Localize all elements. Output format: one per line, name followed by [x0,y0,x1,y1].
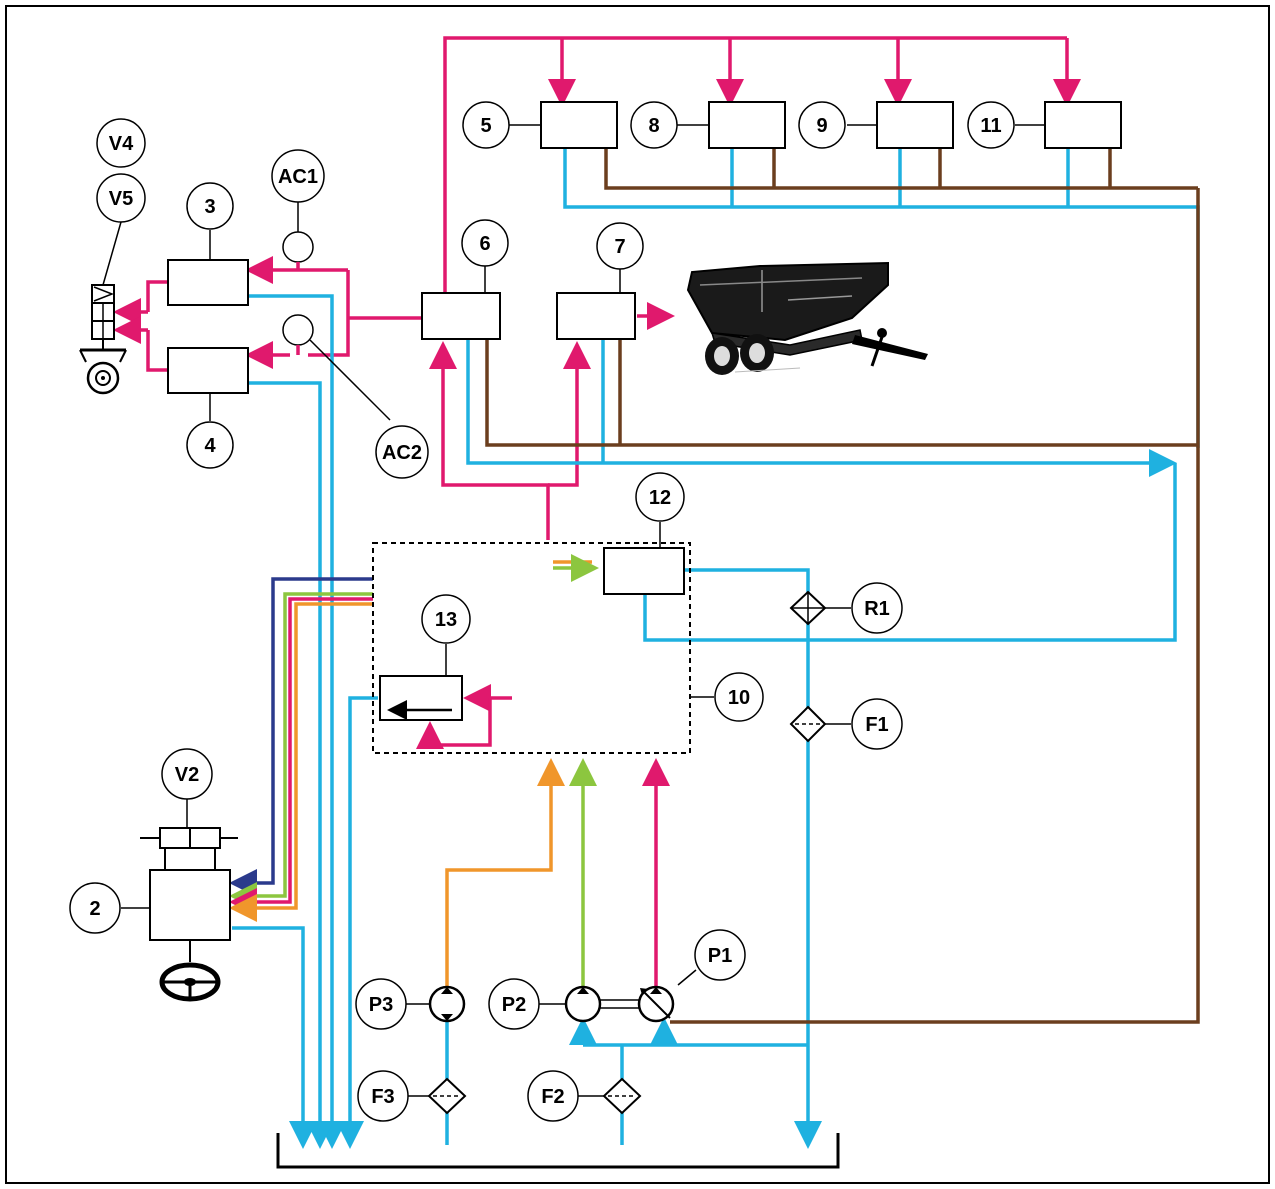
label-12: 12 [635,472,685,522]
label-6: 6 [461,219,509,267]
filter-f1-icon [789,705,827,743]
svg-text:5: 5 [480,115,491,137]
label-p2: P2 [488,978,540,1030]
box-11 [1044,101,1122,149]
svg-text:8: 8 [648,115,659,137]
pump-feed-lines [445,554,599,990]
label-f2: F2 [527,1070,579,1122]
svg-text:F3: F3 [371,1086,394,1108]
svg-text:10: 10 [728,687,750,709]
box-5 [540,101,618,149]
steering-unit [140,827,238,962]
label-11: 11 [967,101,1015,149]
label-f1: F1 [851,698,903,750]
svg-text:6: 6 [479,233,490,255]
svg-text:13: 13 [435,609,457,631]
svg-text:V4: V4 [109,133,134,155]
trailer-icon [686,261,928,375]
label-9: 9 [798,101,846,149]
svg-text:F1: F1 [865,714,888,736]
drain-lines [485,148,1200,1024]
svg-text:11: 11 [980,115,1001,137]
svg-text:AC2: AC2 [382,442,422,464]
box-3 [167,259,249,306]
label-3: 3 [186,182,234,230]
box-13 [379,675,463,721]
pump-p1-icon [637,985,675,1023]
accumulator-ac1-icon [282,231,314,263]
box-8 [708,101,786,149]
svg-text:3: 3 [204,196,215,218]
label-10: 10 [714,672,764,722]
cooler-r1-icon [789,590,827,626]
svg-text:V2: V2 [175,764,199,786]
label-5: 5 [462,101,510,149]
svg-text:12: 12 [649,487,671,509]
pump-p3-icon [428,985,466,1023]
svg-text:F2: F2 [541,1086,564,1108]
svg-text:R1: R1 [864,598,890,620]
box-12 [603,547,685,595]
leader-lines [102,124,1045,1097]
accumulator-ac2-icon [282,314,314,346]
filter-f3-icon [427,1077,467,1115]
pump-p2-icon [564,985,602,1023]
box-9 [876,101,954,149]
label-v5: V5 [96,173,146,223]
box-4 [167,347,249,394]
svg-text:AC1: AC1 [278,166,318,188]
label-p3: P3 [355,978,407,1030]
label-v2: V2 [161,748,213,800]
svg-text:P2: P2 [502,994,526,1016]
label-7: 7 [596,222,644,270]
label-r1: R1 [851,582,903,634]
svg-text:V5: V5 [109,188,133,210]
box-6 [421,292,501,340]
svg-text:P3: P3 [369,994,393,1016]
label-ac2: AC2 [375,425,429,479]
pump-shaft-icon [600,999,639,1009]
label-8: 8 [630,101,678,149]
svg-text:9: 9 [816,115,827,137]
filter-f2-icon [602,1077,642,1115]
svg-text:4: 4 [204,435,216,457]
diagram-frame [5,5,1270,1184]
block-10-boundary [372,542,691,754]
label-4: 4 [186,421,234,469]
label-2: 2 [69,882,121,934]
svg-text:7: 7 [614,236,625,258]
box-7 [556,292,636,340]
svg-text:2: 2 [89,898,100,920]
label-v4: V4 [96,118,146,168]
label-13: 13 [421,594,471,644]
brake-wheel-icon [79,284,127,395]
label-p1: P1 [694,929,746,981]
steering-wheel-icon [159,962,221,1002]
svg-text:P1: P1 [708,945,732,967]
steering-signal-lines [229,577,373,922]
reservoir-tank [276,1133,840,1169]
pressure-lines [113,36,1081,988]
label-ac1: AC1 [271,149,325,203]
label-f3: F3 [357,1070,409,1122]
